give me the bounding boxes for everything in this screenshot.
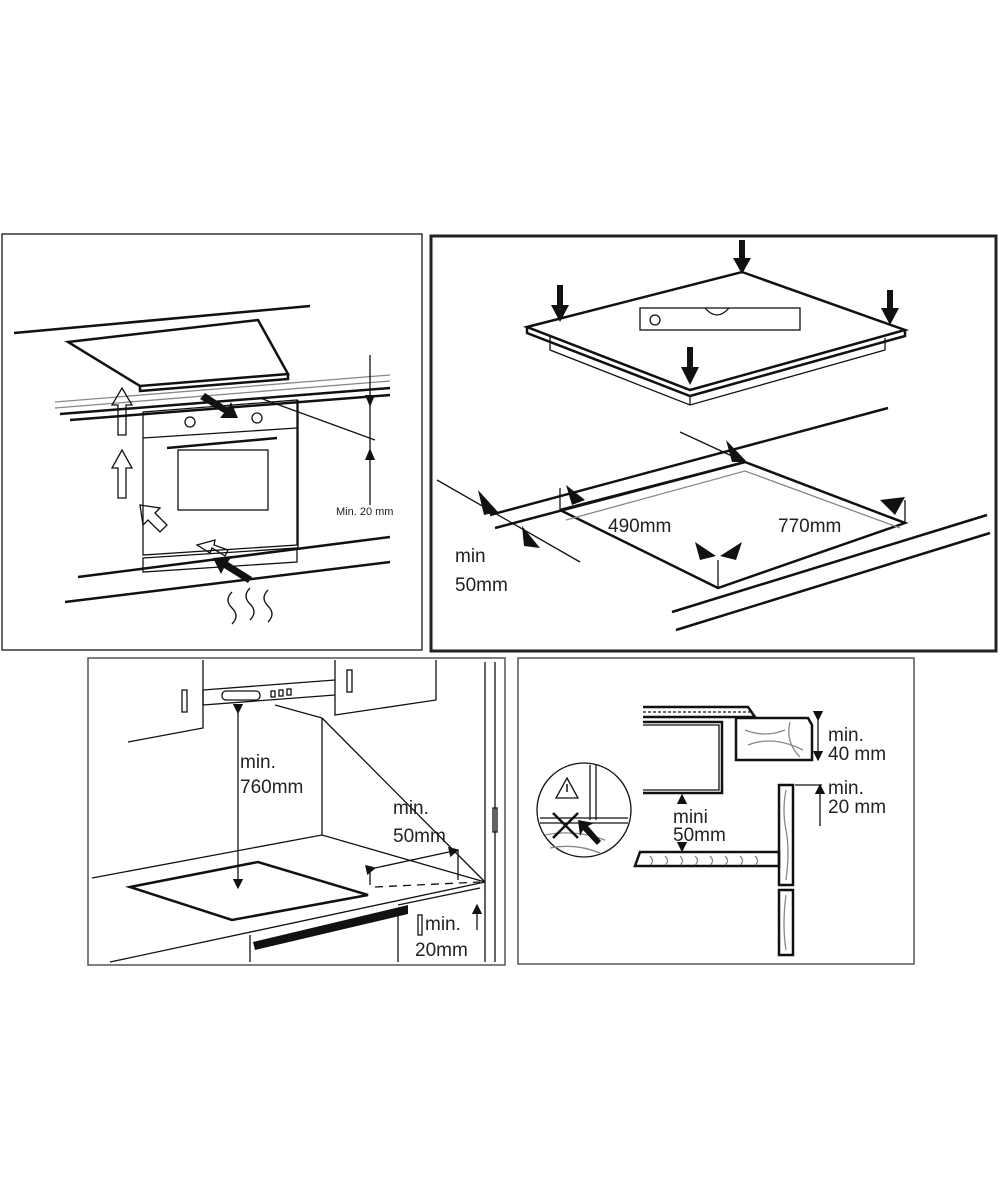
hob-slab xyxy=(64,318,291,393)
panel-ventilation: Min. 20 mm xyxy=(1,233,423,651)
hood-min-value: 760mm xyxy=(240,777,303,798)
side-panel-section xyxy=(777,783,826,957)
panel-cutout: 490mm 770mm min 50mm xyxy=(429,234,998,653)
panel-clearances: min. 760mm min. 50mm min. 20mm xyxy=(87,657,506,966)
min-gap-label: Min. 20 mm xyxy=(336,506,393,518)
hob-section xyxy=(643,705,758,795)
edge-min-value: 50mm xyxy=(455,575,508,596)
wall-min-value: 50mm xyxy=(393,826,446,847)
side-min-value: 20mm xyxy=(415,940,468,961)
clearance-dimensions xyxy=(232,703,483,930)
hob-outline xyxy=(125,860,369,922)
pointer-arrow-icon xyxy=(578,820,601,845)
hob-top xyxy=(522,270,910,406)
panel-section: min. 40 mm min. 20 mm mini 50mm xyxy=(517,657,915,965)
press-arrow-icons xyxy=(551,240,899,385)
gap-dimension xyxy=(365,355,375,505)
dimension-arrow-icons xyxy=(478,440,905,560)
edge-min-label: min xyxy=(455,546,486,567)
cross-icon xyxy=(552,812,579,839)
wall-cabinets xyxy=(127,660,437,743)
gap-min-label: min. xyxy=(828,778,864,799)
oven-vent xyxy=(253,905,408,950)
wall-min-label: min. xyxy=(393,798,429,819)
warning-detail xyxy=(536,762,632,858)
airflow-arrow-icons xyxy=(110,386,252,583)
worktop-section xyxy=(734,710,824,762)
side-min-label: min. xyxy=(425,914,461,935)
worktop-min-label: min. xyxy=(828,725,864,746)
shelf-section xyxy=(633,793,781,868)
worktop-min-value: 40 mm xyxy=(828,744,886,765)
under-min-value: 50mm xyxy=(673,825,726,846)
cutout-depth-label: 490mm xyxy=(608,516,671,537)
cooker-hood xyxy=(202,679,336,719)
cutout-outline xyxy=(436,406,991,632)
oven xyxy=(142,399,298,573)
hood-min-label: min. xyxy=(240,752,276,773)
gap-min-value: 20 mm xyxy=(828,797,886,818)
warning-triangle-icon xyxy=(554,776,580,799)
heat-wave-icon xyxy=(227,587,273,625)
under-min-label: mini xyxy=(673,807,708,828)
cutout-width-label: 770mm xyxy=(778,516,841,537)
